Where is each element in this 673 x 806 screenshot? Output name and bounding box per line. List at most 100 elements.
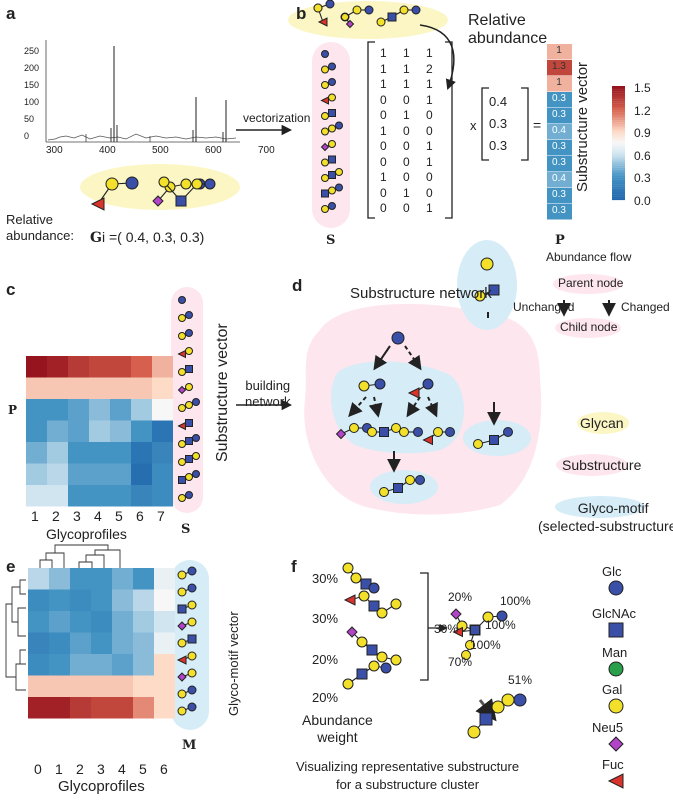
heatmap-e-cell (49, 632, 70, 654)
heatmap-c-cell (26, 463, 47, 485)
gal-symbol (342, 678, 354, 690)
gal-symbol (328, 124, 336, 133)
neu5-symbol (346, 626, 358, 638)
heatmap-c-cell (26, 356, 47, 378)
gal-symbol (187, 651, 197, 661)
heatmap-e-cell (70, 697, 91, 719)
heatmap-c-cell (152, 420, 173, 442)
p-value: 0.4 (552, 125, 566, 136)
glc-symbol (187, 685, 197, 695)
p-cell (547, 124, 572, 140)
glc-symbol (422, 378, 434, 390)
matrix-cell: 1 (426, 77, 433, 91)
gal-symbol (379, 487, 389, 497)
dendrogram-left (5, 579, 26, 691)
heatmap-e-cell (133, 675, 154, 697)
glc-symbol (335, 121, 343, 130)
colorbar-segment (612, 196, 625, 199)
neu5-symbol (335, 428, 347, 440)
gal-symbol (376, 651, 388, 663)
fuc-symbol (343, 594, 356, 606)
p-cell (547, 140, 572, 156)
gal-symbol (405, 475, 415, 485)
colorbar-segment (612, 127, 625, 130)
neu5-symbol (152, 195, 164, 207)
gal-symbol (480, 257, 494, 271)
glcnac-symbol (366, 644, 378, 656)
branch-percent: 30% (434, 622, 459, 636)
colorbar-segment (612, 158, 625, 161)
colorbar-segment (612, 97, 625, 100)
heatmap-c-cell (68, 420, 89, 442)
motif-blob-e (171, 560, 209, 730)
gal-symbol (178, 458, 186, 466)
y-tick: 0 (24, 131, 30, 141)
x-tick-e: 2 (76, 761, 84, 777)
glcnac-symbol (387, 12, 397, 22)
p-value: 0.3 (552, 205, 566, 216)
matrix-cell: 0 (403, 154, 410, 169)
heatmap-c-cell (26, 399, 47, 421)
legend-label: Gal (602, 682, 623, 697)
colorbar-segment (612, 118, 625, 121)
matrix-cell: 0 (426, 123, 433, 138)
weight-value: 0.3 (489, 116, 508, 131)
matrix-cell: 1 (380, 170, 387, 184)
weight-bracket (420, 572, 429, 681)
x-tick-e: 3 (97, 761, 105, 777)
heatmap-e-cell (91, 697, 112, 719)
gal-symbol (178, 368, 186, 376)
matrix-cell: 0 (403, 201, 410, 215)
heatmap-c-cell (131, 442, 152, 464)
x-tick-c: 4 (94, 508, 102, 524)
fuc-symbol (317, 17, 328, 27)
colorbar-segment (612, 122, 625, 125)
weight-percent: 20% (312, 690, 339, 705)
gal-symbol (352, 5, 362, 15)
weight-percent: 20% (312, 652, 339, 667)
s-label-b: S (326, 233, 336, 248)
panel-b-label: b (296, 4, 307, 23)
colorbar-segment (612, 156, 625, 159)
substructure-legend-blob (556, 454, 628, 476)
glcnac-symbol (489, 435, 499, 445)
glcnac-symbol (328, 155, 336, 164)
p-vector-cells (547, 44, 572, 220)
colorbar-segment (612, 186, 625, 189)
colorbar-segment (612, 141, 625, 144)
heatmap-c-cell (89, 399, 110, 421)
abundance-formula: Gi =( 0.4, 0.3, 0.3) (90, 229, 204, 246)
glc-symbol (374, 378, 386, 390)
glc-symbol (321, 50, 329, 58)
gal-symbol (368, 660, 380, 672)
glc-symbol (411, 5, 421, 15)
heatmap-e-cell (133, 632, 154, 654)
heatmap-c-cell (110, 420, 131, 442)
p-value: 0.3 (552, 189, 566, 200)
heatmap-e-cell (133, 611, 154, 633)
heatmap-c (26, 356, 173, 507)
colorbar-segment (612, 133, 625, 136)
glcnac-symbol (328, 109, 336, 117)
glc-symbol (325, 0, 335, 9)
heatmap-e-cell (49, 654, 70, 676)
substructure-blob-b (312, 42, 350, 228)
gal-symbol (376, 17, 386, 27)
gal-symbol (328, 186, 336, 195)
p-cell (547, 172, 572, 188)
x-tick: 600 (205, 145, 222, 156)
glcnac-symbol (356, 668, 368, 680)
heatmap-e-cell (49, 697, 70, 719)
heatmap-c-cell (26, 442, 47, 464)
heatmap-e-cell (70, 632, 91, 654)
colorbar-segment (612, 139, 625, 142)
gal-symbol (474, 290, 486, 302)
gal-symbol (321, 112, 329, 120)
gal-symbol (473, 439, 483, 449)
substructure-label: Substructure (562, 457, 642, 473)
heatmap-e-cell (70, 568, 91, 590)
glcnac-symbol (368, 600, 380, 612)
colorbar-segment (612, 184, 625, 187)
heatmap-c-cell (89, 442, 110, 464)
weight-value: 0.4 (489, 94, 508, 109)
